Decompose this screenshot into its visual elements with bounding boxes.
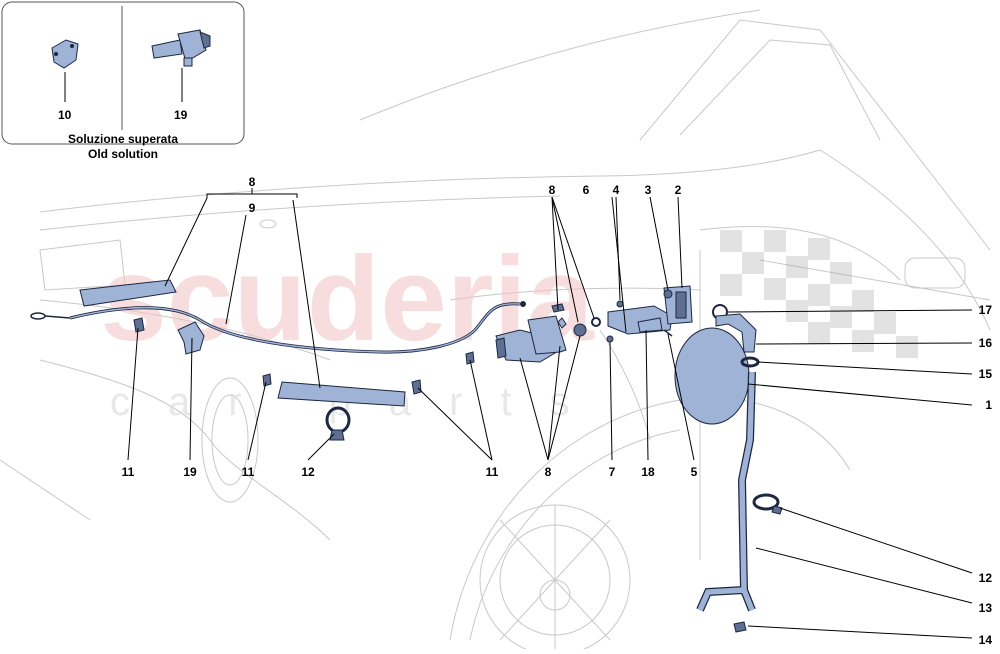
hose-clamp-12-right bbox=[752, 493, 783, 515]
callout-8-bottom: 8 bbox=[545, 465, 552, 479]
callout-1: 1 bbox=[985, 398, 992, 412]
clip-11-d bbox=[465, 351, 475, 365]
inset-caption-en: Old solution bbox=[88, 147, 158, 161]
callout-12: 12 bbox=[301, 465, 315, 479]
fuel-door-hinge bbox=[606, 285, 693, 343]
callout-19-inset: 19 bbox=[174, 108, 188, 122]
clip-11-a bbox=[133, 317, 145, 333]
callout-8-group: 8 bbox=[549, 183, 556, 197]
callout-13: 13 bbox=[979, 601, 993, 615]
screw-14 bbox=[733, 621, 747, 633]
leader-lines bbox=[127, 196, 973, 639]
sheath-top-left bbox=[79, 279, 177, 307]
bracket-19 bbox=[177, 321, 205, 355]
old-solution-inset: 10 19 bbox=[1, 1, 245, 145]
callout-16: 16 bbox=[979, 336, 993, 350]
callout-8-top: 8 bbox=[249, 175, 256, 189]
clip-11-c bbox=[411, 379, 422, 395]
callout-labels: 8 9 8 6 4 3 2 17 16 15 1 11 19 11 12 11 … bbox=[122, 175, 993, 647]
callout-7: 7 bbox=[609, 465, 616, 479]
callout-15: 15 bbox=[979, 367, 993, 381]
sheath-middle bbox=[277, 381, 406, 407]
clip-11-b bbox=[262, 373, 272, 387]
callout-11-a: 11 bbox=[122, 465, 135, 479]
release-cable bbox=[30, 301, 526, 354]
callout-4: 4 bbox=[613, 183, 620, 197]
bracket-8 bbox=[206, 193, 298, 198]
fuel-door bbox=[674, 327, 750, 425]
car-body-outline bbox=[0, 9, 991, 654]
callout-3: 3 bbox=[645, 183, 652, 197]
callout-14: 14 bbox=[979, 633, 993, 647]
fuel-door-actuator bbox=[495, 303, 601, 363]
callout-12-right: 12 bbox=[979, 571, 993, 585]
callout-11-c: 11 bbox=[486, 465, 499, 479]
callout-6: 6 bbox=[583, 183, 590, 197]
callout-18: 18 bbox=[641, 465, 655, 479]
callout-5: 5 bbox=[691, 465, 698, 479]
inset-caption-it: Soluzione superata bbox=[68, 132, 178, 146]
callout-2: 2 bbox=[675, 183, 682, 197]
hose-clamp-12-left bbox=[325, 406, 351, 441]
callout-19: 19 bbox=[183, 465, 197, 479]
callout-17: 17 bbox=[979, 303, 993, 317]
part-19-old-bracket-icon bbox=[151, 29, 211, 67]
callout-9: 9 bbox=[249, 201, 256, 215]
callout-10: 10 bbox=[58, 108, 72, 122]
callout-11-b: 11 bbox=[242, 465, 255, 479]
filler-neck bbox=[715, 313, 757, 353]
